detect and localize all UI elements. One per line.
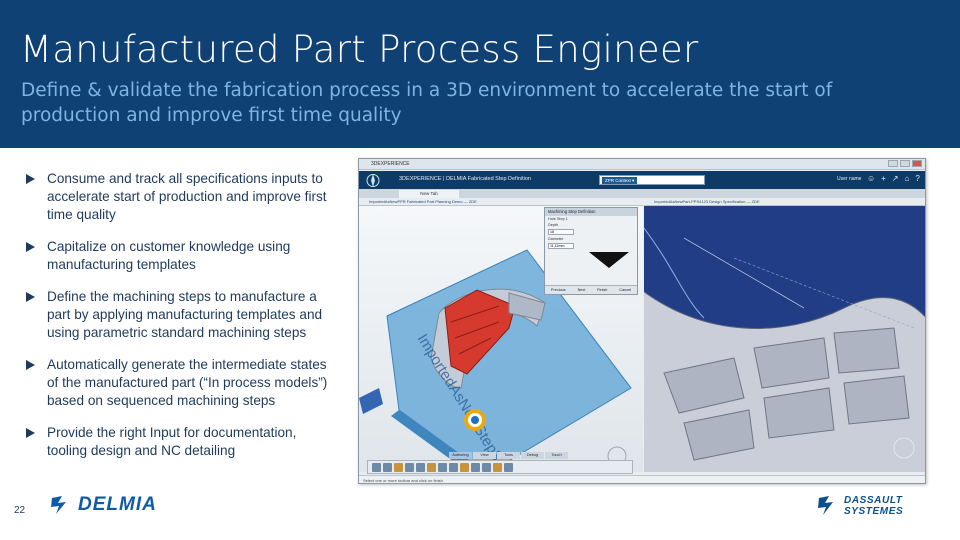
action-bar-tabs: Authoring View Tools Debug Touch [449,452,569,459]
dassault-systemes-wordmark: DASSAULT SYSTEMES [844,495,903,517]
simulate-icon[interactable] [471,463,480,472]
app-screenshot: 3DEXPERIENCE 3DEXPERIENCE | DELMIA Fabri… [358,158,926,484]
viewport-left[interactable]: ImportedAsNewPPR Fabricated Part Plannin… [359,198,643,472]
hole-icon[interactable] [438,463,447,472]
bullet-item: Consume and track all specifications inp… [24,170,339,224]
user-icon[interactable]: ☺ [867,174,876,183]
drill-tip-preview-icon [589,252,629,268]
app-title: 3DEXPERIENCE | DELMIA Fabricated Step De… [399,176,531,182]
bullet-text: Define the machining steps to manufactur… [47,289,323,340]
user-name[interactable]: User name [837,176,862,182]
window-title: 3DEXPERIENCE [371,161,410,167]
slide-subtitle: Define & validate the fabrication proces… [21,80,833,126]
dassault-systemes-logo: DASSAULT SYSTEMES [815,493,903,519]
delmia-logo: DELMIA [48,493,157,517]
action-toolbar [367,460,633,474]
measure-icon[interactable] [449,463,458,472]
export-icon[interactable] [482,463,491,472]
window-controls [888,160,922,167]
depth-input[interactable]: 18 [548,229,574,235]
bullet-arrow-icon [26,292,35,302]
copy-icon[interactable] [383,463,392,472]
hole-step-label: Hole Step 1 [548,217,568,221]
bullet-arrow-icon [26,428,35,438]
context-dropdown[interactable]: ZPR Context ▾ [602,177,638,184]
paste-icon[interactable] [394,463,403,472]
viewport-left-title: ImportedAsNewPPR Fabricated Part Plannin… [359,198,643,206]
machining-step-dialog: Machining Step Definition Hole Step 1 De… [544,207,638,295]
bullet-item: Automatically generate the intermediate … [24,356,339,410]
bullet-text: Capitalize on customer knowledge using m… [47,239,291,272]
previous-button[interactable]: Previous [550,288,566,292]
step-icon[interactable] [416,463,425,472]
app-topbar: 3DEXPERIENCE | DELMIA Fabricated Step De… [359,171,925,189]
search-input[interactable]: ZPR Context ▾ [599,175,705,185]
close-button[interactable] [912,160,922,167]
bullet-text: Provide the right Input for documentatio… [47,425,297,458]
status-bar: Select one or more toolbar and click on … [359,475,925,483]
delmia-wordmark: DELMIA [78,494,157,515]
tab-authoring[interactable]: Authoring [449,452,472,459]
bullet-arrow-icon [26,242,35,252]
tab-new[interactable]: New Tab [399,190,459,198]
tab-tools[interactable]: Tools [497,452,520,459]
tab-debug[interactable]: Debug [521,452,544,459]
add-icon[interactable]: + [881,174,886,183]
diameter-label: Diameter [548,237,564,241]
ds-line-2: SYSTEMES [844,506,904,517]
page-number: 22 [14,505,26,516]
minimize-button[interactable] [888,160,898,167]
ds-line-1: DASSAULT [844,495,903,506]
bullet-item: Capitalize on customer knowledge using m… [24,238,339,274]
compass-icon[interactable] [363,172,383,189]
help-icon[interactable]: ? [915,174,920,183]
share-icon[interactable]: ↗ [891,174,899,183]
bullet-arrow-icon [26,360,35,370]
header-banner: Manufactured Part Process Engineer Defin… [0,0,960,148]
bullet-list: Consume and track all specifications inp… [24,170,339,474]
tab-touch[interactable]: Touch [545,452,568,459]
sequence-icon[interactable] [460,463,469,472]
slide-title: Manufactured Part Process Engineer [20,28,699,71]
bullet-arrow-icon [26,174,35,184]
home-icon[interactable]: ⌂ [904,174,910,183]
dialog-title: Machining Step Definition [545,208,637,216]
tab-view[interactable]: View [473,452,496,459]
depth-label: Depth [548,223,559,227]
bullet-text: Automatically generate the intermediate … [47,357,328,408]
finish-button[interactable]: Finish [597,288,608,292]
template-icon[interactable] [427,463,436,472]
3ds-logo-icon [51,496,66,514]
cancel-button[interactable]: Cancel [619,288,632,292]
viewport-right[interactable]: ImportedAsNewPart-PPS4123 Design Specifi… [644,198,926,472]
bullet-item: Define the machining steps to manufactur… [24,288,339,342]
tab-strip: New Tab [359,189,925,198]
maximize-button[interactable] [900,160,910,167]
report-icon[interactable] [493,463,502,472]
viewport-right-title: ImportedAsNewPart-PPS4123 Design Specifi… [644,198,925,206]
design-specification-model[interactable] [644,198,926,472]
diameter-input[interactable]: 11,11mm [548,243,574,249]
bullet-item: Provide the right Input for documentatio… [24,424,339,460]
next-button[interactable]: Next [577,288,586,292]
undo-icon[interactable] [405,463,414,472]
window-titlebar: 3DEXPERIENCE [359,159,925,170]
dialog-buttons: Previous Next Finish Cancel [545,285,637,294]
settings-icon[interactable] [504,463,513,472]
3ds-logo-icon [818,496,833,515]
cut-icon[interactable] [372,463,381,472]
bullet-text: Consume and track all specifications inp… [47,171,327,222]
topbar-icons: ☺ + ↗ ⌂ ? [867,174,920,184]
